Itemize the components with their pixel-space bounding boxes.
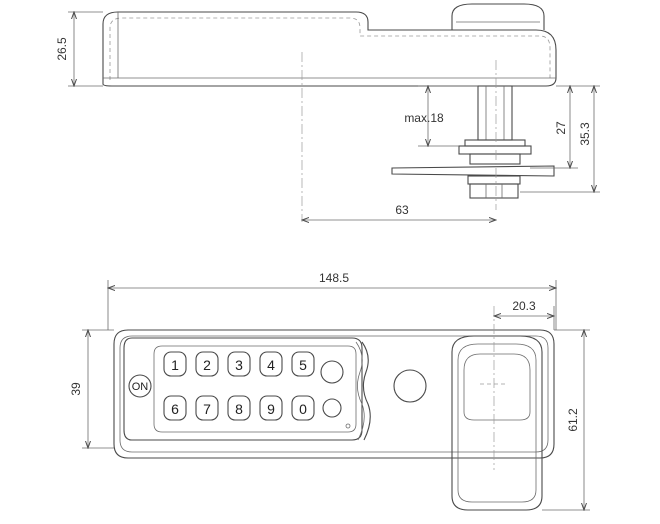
key-8[interactable]: 8: [227, 395, 251, 421]
dim-height-front-label: 39: [69, 382, 83, 396]
dim-spindle-b-label: 35.3: [578, 122, 592, 146]
dim-offset: 63: [302, 203, 496, 220]
on-button[interactable]: ON: [128, 374, 152, 398]
dim-spindle-a-label: 27: [554, 121, 568, 135]
svg-text:4: 4: [267, 357, 275, 373]
on-button-label: ON: [132, 381, 149, 393]
svg-text:8: 8: [235, 401, 243, 417]
svg-text:9: 9: [267, 401, 275, 417]
housing-inner: [109, 17, 551, 80]
dim-handle-height: 61.2: [542, 330, 590, 510]
key-0[interactable]: 0: [291, 395, 315, 421]
dim-offset-label: 63: [395, 203, 409, 217]
front-view: ON 1 2 3 4 5 6 7 8 9 0: [69, 271, 590, 510]
led-dot: [345, 423, 351, 429]
body-inner: [119, 335, 549, 453]
svg-text:5: 5: [299, 357, 307, 373]
dim-max-thickness: max.18: [404, 86, 478, 146]
dim-spindle: 27 35.3: [520, 86, 600, 192]
dim-length: 148.5: [108, 271, 556, 330]
housing-outline: [102, 11, 557, 87]
spindle: [391, 85, 555, 199]
key-6[interactable]: 6: [163, 395, 187, 421]
dim-length-label: 148.5: [319, 271, 349, 285]
dim-max-thickness-label: max.18: [404, 111, 444, 125]
svg-text:1: 1: [171, 357, 179, 373]
dim-height-top-label: 26.5: [55, 37, 69, 61]
led-indicator-bottom: [322, 398, 342, 418]
keypad-plate: [123, 337, 363, 441]
dim-handle-height-label: 61.2: [566, 408, 580, 432]
dim-height-top: 26.5: [55, 12, 103, 86]
dim-handle-width-label: 20.3: [512, 299, 536, 313]
key-2[interactable]: 2: [195, 351, 219, 377]
handle[interactable]: [451, 335, 543, 511]
body-outline: [113, 329, 555, 459]
key-5[interactable]: 5: [291, 351, 315, 377]
svg-text:0: 0: [299, 401, 307, 417]
key-1[interactable]: 1: [163, 351, 187, 377]
svg-text:6: 6: [171, 401, 179, 417]
separator-curve-inner: [355, 341, 365, 441]
svg-text:7: 7: [203, 401, 211, 417]
led-indicator-top: [320, 360, 344, 384]
key-4[interactable]: 4: [259, 351, 283, 377]
keypad-area: [153, 345, 357, 433]
key-9[interactable]: 9: [259, 395, 283, 421]
top-view: 26.5 max.18 27 35.3 63: [55, 3, 600, 222]
separator-curve: [361, 341, 371, 441]
key-7[interactable]: 7: [195, 395, 219, 421]
svg-text:2: 2: [203, 357, 211, 373]
svg-text:3: 3: [235, 357, 243, 373]
key-3[interactable]: 3: [227, 351, 251, 377]
key-cylinder: [393, 369, 427, 403]
dim-height-front: 39: [69, 330, 114, 448]
dim-handle-width: 20.3: [494, 299, 554, 330]
top-knob: [451, 3, 545, 30]
